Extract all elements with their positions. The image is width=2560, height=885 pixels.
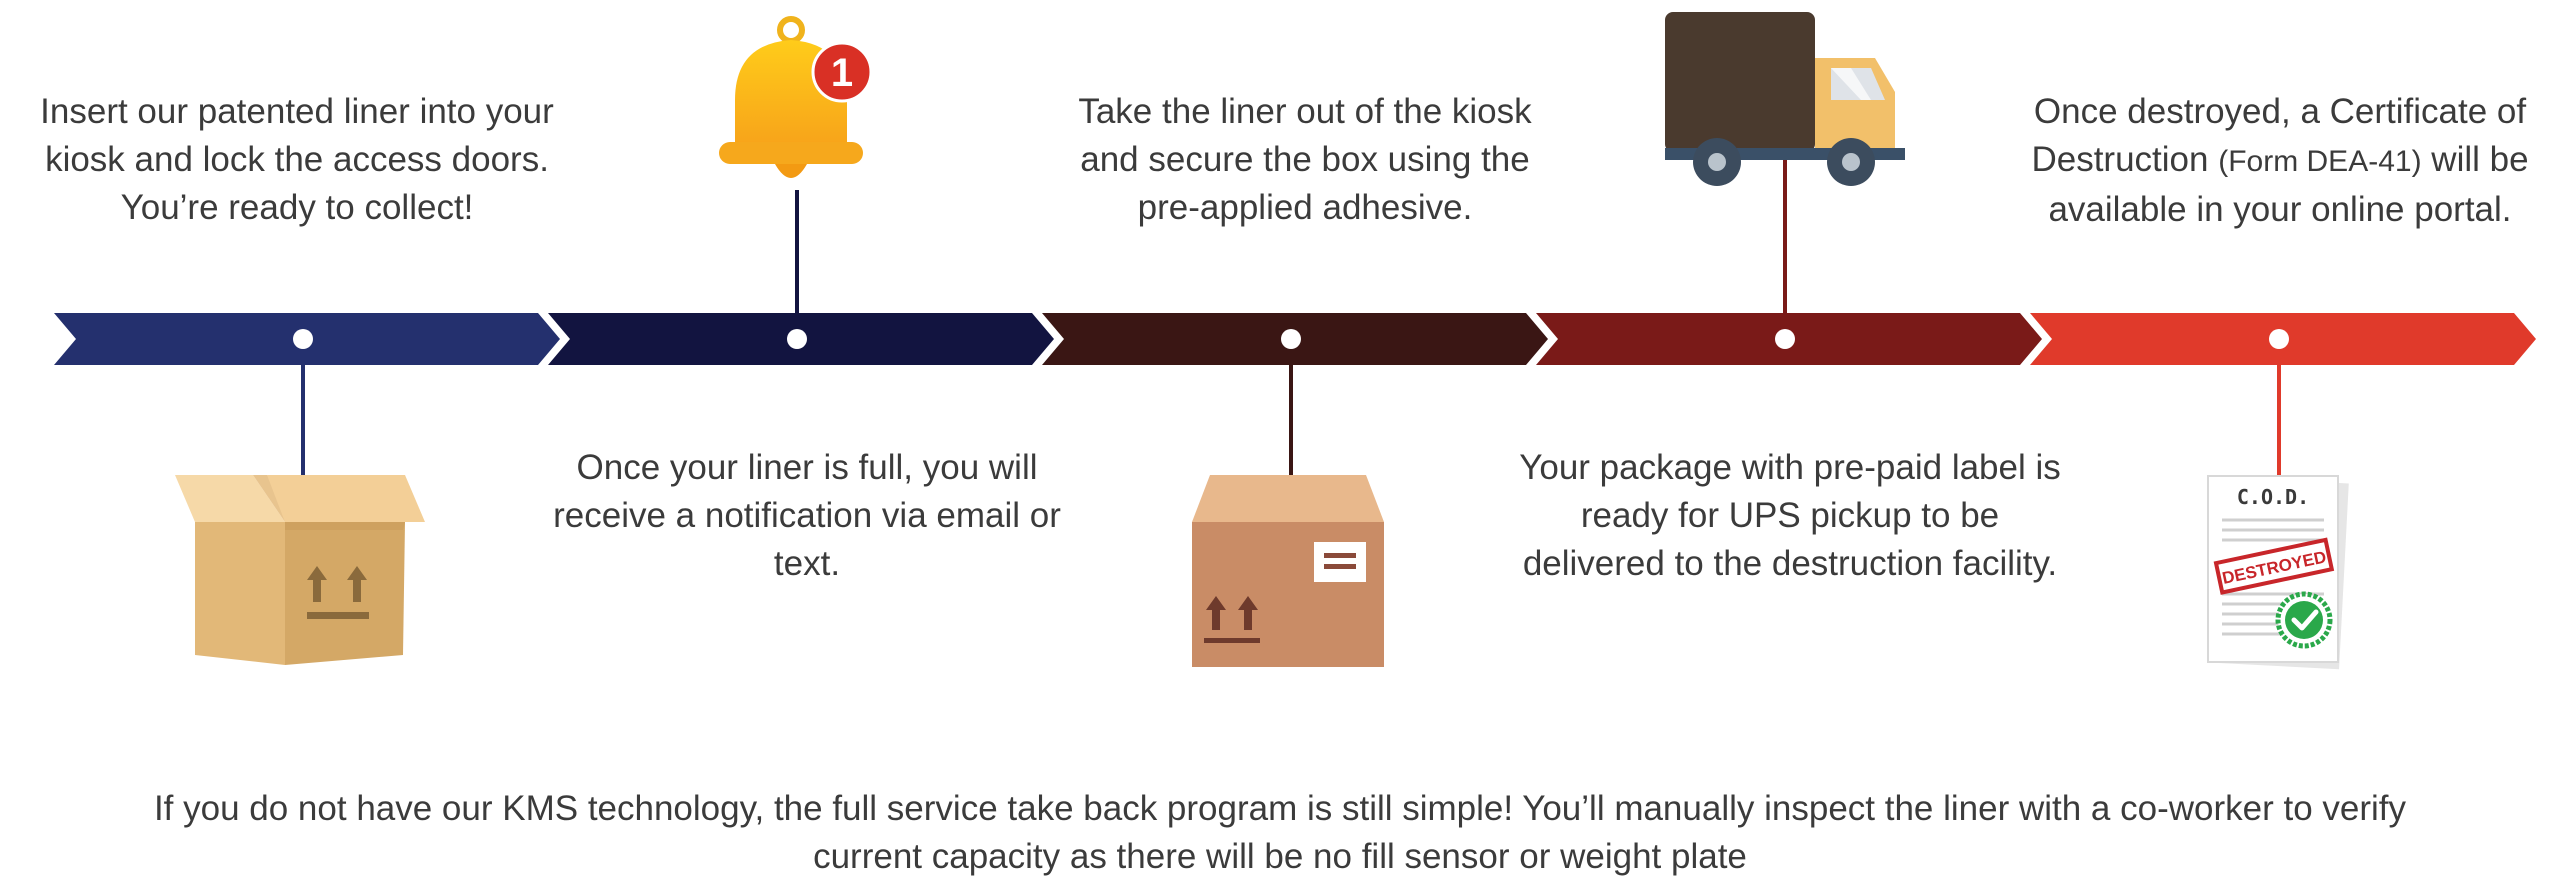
step-5-text-after: will be available in your online portal. — [2048, 140, 2529, 229]
certificate-title: C.O.D. — [2237, 485, 2309, 509]
step-3-text: Take the liner out of the kiosk and secu… — [1078, 92, 1532, 227]
step-5-text: Once destroyed, a Certificate of Destruc… — [2020, 88, 2540, 234]
step-5-form-name: (Form DEA-41) — [2218, 145, 2422, 178]
timeline-dot-1 — [293, 329, 313, 349]
open-box-icon — [175, 475, 425, 665]
timeline-dot-3 — [1281, 329, 1301, 349]
notification-badge-count: 1 — [831, 51, 853, 95]
step-5-text-before: Once destroyed, a Certificate of Destruc… — [2031, 92, 2527, 179]
step-4-text: Your package with pre-paid label is read… — [1519, 448, 2061, 583]
timeline-dot-2 — [787, 329, 807, 349]
step-2-text: Once your liner is full, you will receiv… — [553, 448, 1061, 583]
delivery-truck-icon — [1665, 12, 1905, 186]
certificate-icon: C.O.D. DESTROYED — [2207, 475, 2349, 670]
timeline-dot-5 — [2269, 329, 2289, 349]
timeline-dot-4 — [1775, 329, 1795, 349]
notification-bell-icon: 1 — [719, 16, 873, 178]
sealed-box-icon — [1192, 475, 1384, 667]
step-1-text: Insert our patented liner into your kios… — [40, 92, 554, 227]
footer-note: If you do not have our KMS technology, t… — [153, 789, 2407, 876]
